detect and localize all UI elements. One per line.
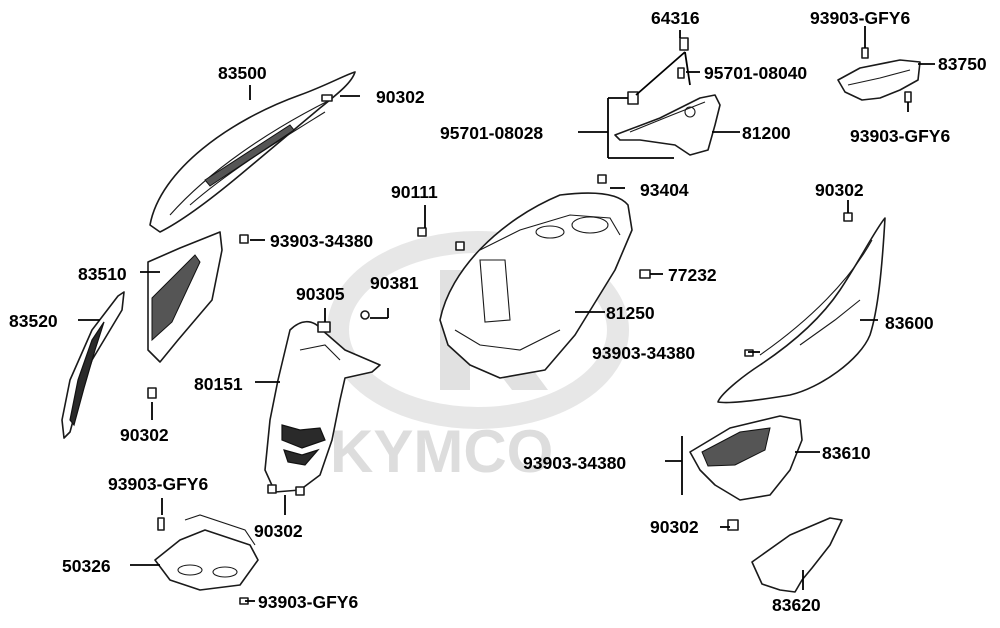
label-80151: 80151 — [194, 374, 243, 394]
part-83500-drawing — [149, 71, 356, 233]
label-93903-gfy6-left: 93903-GFY6 — [108, 474, 209, 494]
part-80151-drawing — [264, 320, 381, 493]
label-93903-34380-b: 93903-34380 — [592, 343, 696, 363]
part-50326-drawing — [154, 514, 259, 591]
label-93903-34380-a: 93903-34380 — [270, 231, 374, 251]
label-90111: 90111 — [391, 182, 438, 202]
label-93903-gfy6-top: 93903-GFY6 — [810, 8, 911, 28]
label-83750: 83750 — [938, 54, 987, 74]
label-90381: 90381 — [370, 273, 419, 293]
part-83750-drawing — [837, 59, 921, 101]
label-93404: 93404 — [640, 180, 689, 200]
label-83610: 83610 — [822, 443, 871, 463]
part-83610-drawing — [689, 415, 803, 501]
label-83500: 83500 — [218, 63, 267, 83]
label-93903-gfy6-bottom: 93903-GFY6 — [258, 592, 359, 612]
label-50326: 50326 — [62, 556, 111, 576]
label-64316: 64316 — [651, 8, 700, 28]
leader-lines — [78, 26, 935, 602]
label-90302-a: 90302 — [376, 87, 425, 107]
part-83510-drawing — [147, 231, 223, 363]
label-95701-08040: 95701-08040 — [704, 63, 808, 83]
label-90302-b: 90302 — [815, 180, 864, 200]
part-83620-drawing — [751, 517, 843, 593]
part-83520-drawing — [61, 291, 125, 439]
label-83600: 83600 — [885, 313, 934, 333]
label-83620: 83620 — [772, 595, 821, 615]
label-95701-08028: 95701-08028 — [440, 123, 544, 143]
label-90302-d: 90302 — [254, 521, 303, 541]
part-83600-drawing — [717, 217, 886, 404]
watermark-text: KYMCO — [330, 418, 553, 485]
label-83510: 83510 — [78, 264, 127, 284]
label-77232: 77232 — [668, 265, 717, 285]
label-81200: 81200 — [742, 123, 791, 143]
label-90302-e: 90302 — [650, 517, 699, 537]
label-90302-c: 90302 — [120, 425, 169, 445]
label-93903-34380-c: 93903-34380 — [523, 453, 627, 473]
label-90305: 90305 — [296, 284, 345, 304]
label-83520: 83520 — [9, 311, 58, 331]
label-81250: 81250 — [606, 303, 655, 323]
part-81250-drawing — [439, 192, 633, 379]
part-81200-drawing — [614, 94, 721, 156]
label-93903-gfy6-right: 93903-GFY6 — [850, 126, 951, 146]
